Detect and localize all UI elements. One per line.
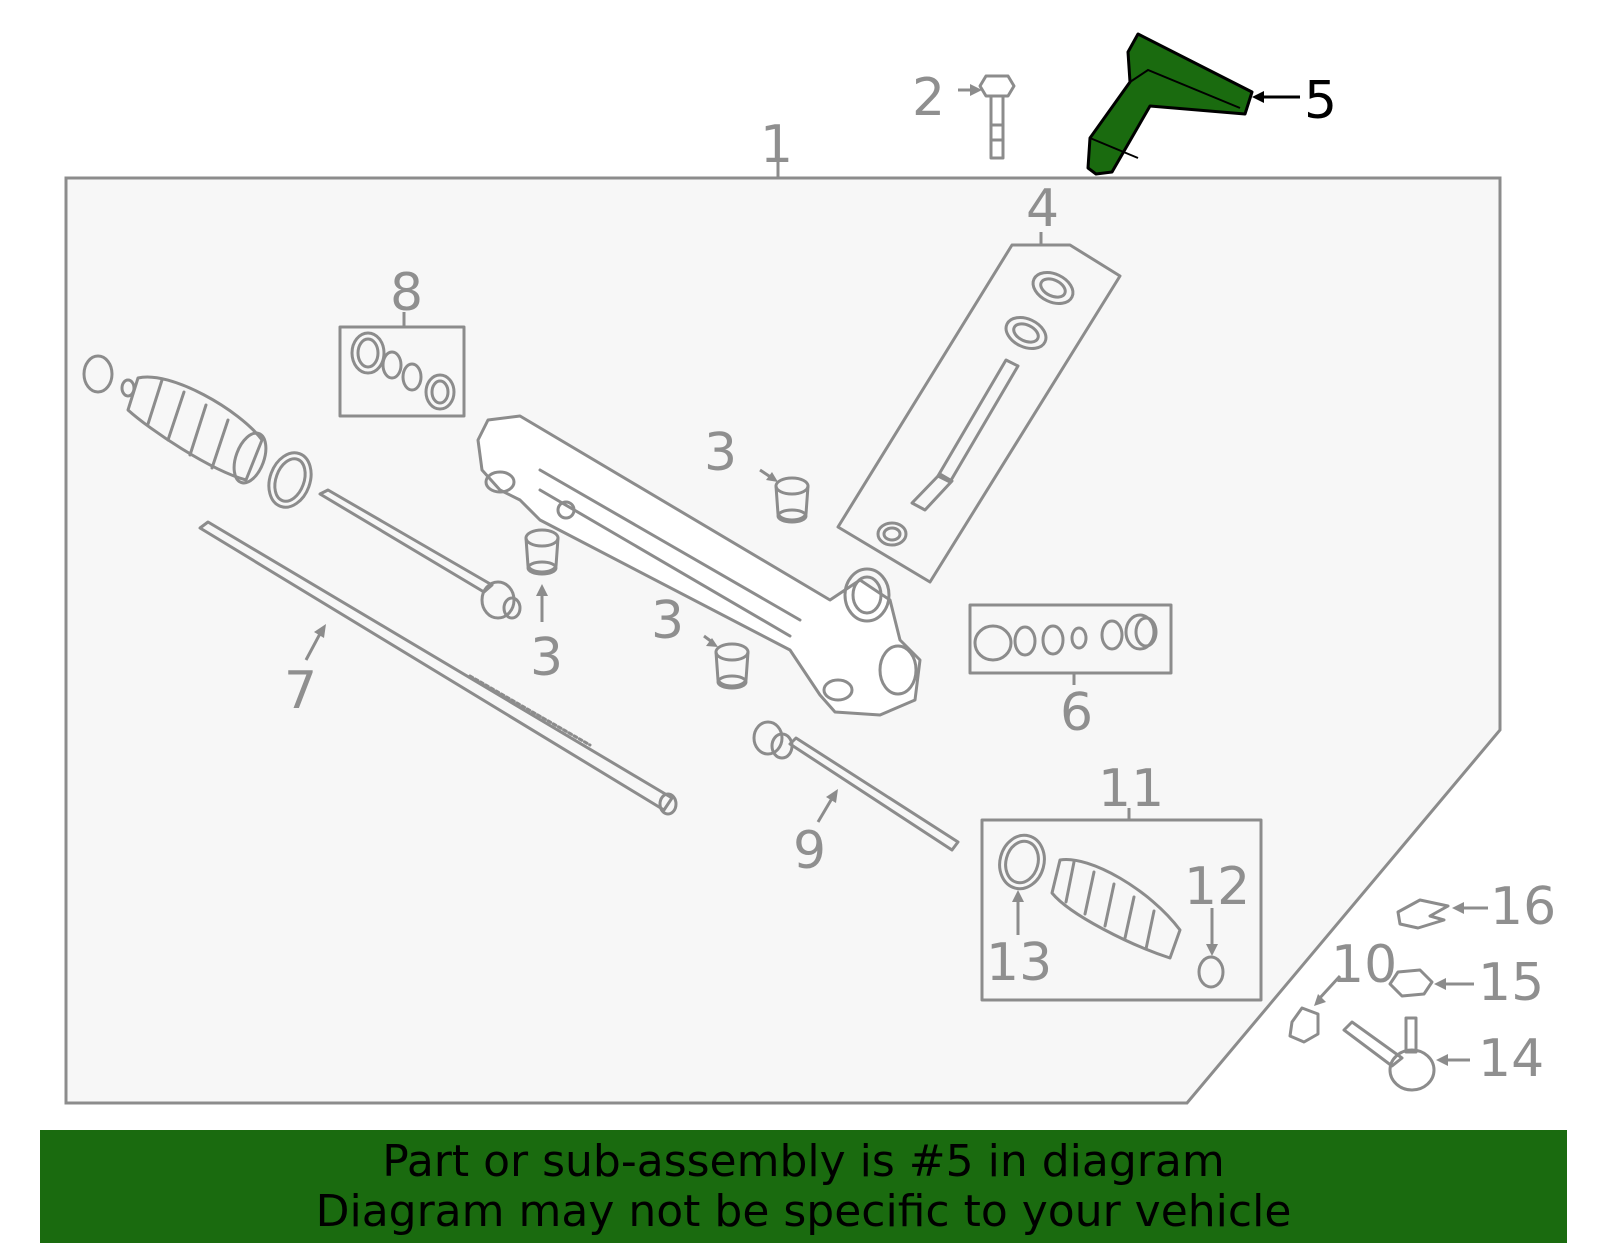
callout-15: 15 [1478,953,1544,1013]
banner-line-2: Diagram may not be specific to your vehi… [315,1186,1292,1237]
banner-line-1: Part or sub-assembly is #5 in diagram [382,1136,1225,1187]
clip-part-16 [1396,898,1450,930]
inner-tie-rod [318,488,522,620]
part-4-box [836,243,1122,584]
boot-kit-part-11 [998,833,1225,989]
gear-housing [476,414,922,717]
callout-6: 6 [1060,683,1093,743]
bushing-lower [714,642,750,690]
callout-3-lower: 3 [651,591,684,651]
callout-10: 10 [1331,935,1397,995]
callout-3-upper: 3 [704,423,737,483]
pinion-part-4 [876,271,1075,547]
callout-1: 1 [760,115,793,175]
bolt-part-2 [978,74,1016,160]
callout-13: 13 [986,933,1052,993]
callout-14: 14 [1478,1029,1544,1089]
callout-5: 5 [1304,71,1337,131]
seal-kit-part-8 [350,331,456,411]
part-8-box [338,325,466,418]
cover-part-5-highlighted [1086,32,1254,176]
nut-part-10 [1288,1006,1320,1044]
callout-12: 12 [1184,857,1250,917]
callout-8: 8 [390,263,423,323]
part-11-box [980,818,1263,1002]
info-banner: Part or sub-assembly is #5 in diagram Di… [40,1130,1567,1243]
outer-boot [82,354,313,509]
tie-rod-end-part-14 [1342,1016,1436,1092]
callout-2: 2 [912,68,945,128]
bushing-upper [774,476,810,524]
callout-4: 4 [1026,179,1059,239]
callout-3-middle: 3 [530,628,563,688]
inner-tie-rod-part-9 [752,720,960,852]
seal-kit-part-6 [973,613,1158,662]
rack-bar-part-7 [198,520,678,816]
callout-7: 7 [284,661,317,721]
bushing-middle [524,528,560,576]
part-6-box [968,603,1173,675]
nut-part-15 [1388,968,1434,998]
callout-11: 11 [1098,759,1164,819]
callout-9: 9 [793,821,826,881]
callout-16: 16 [1490,877,1556,937]
